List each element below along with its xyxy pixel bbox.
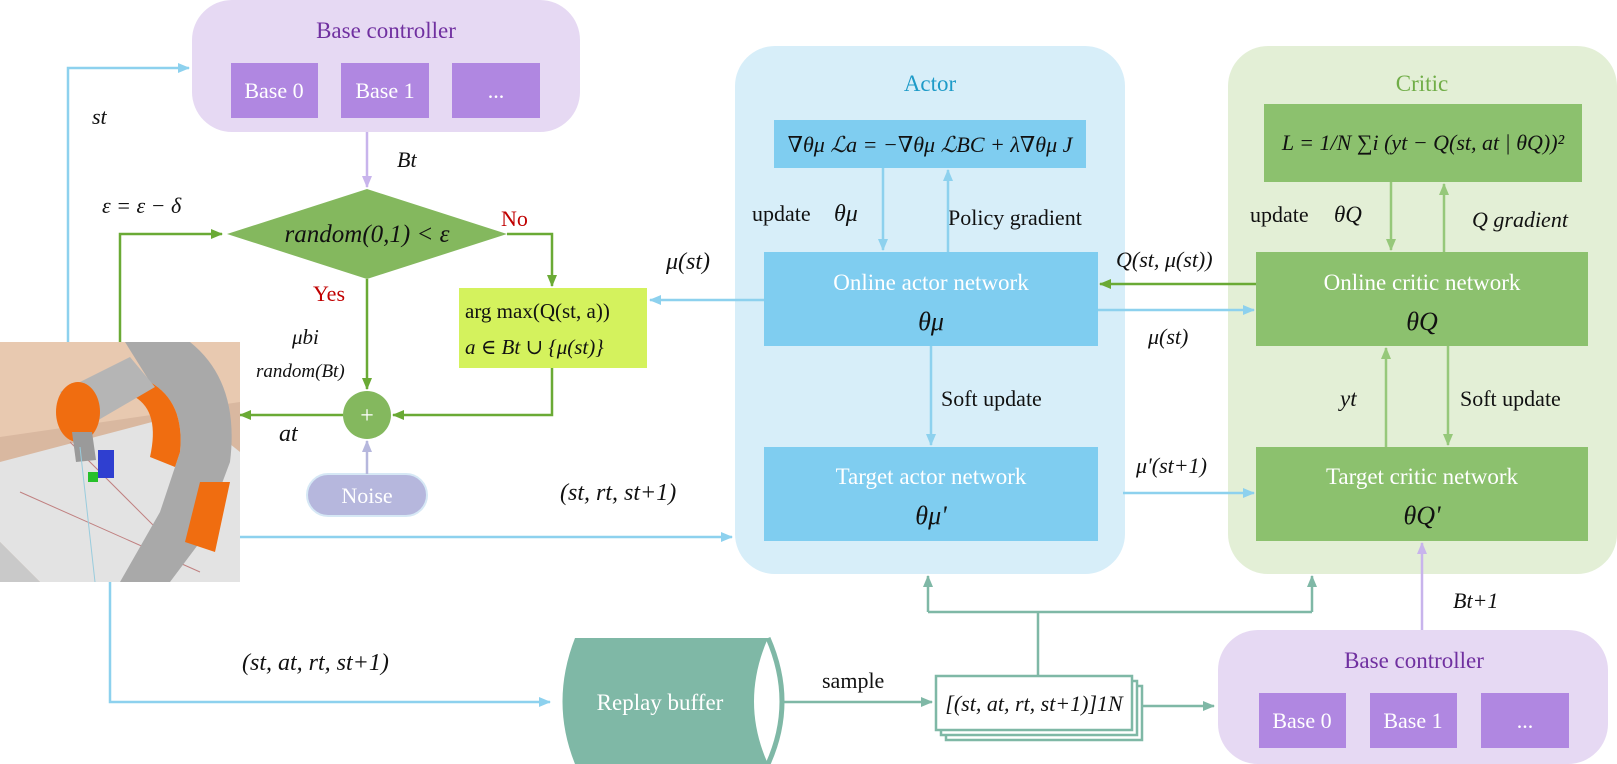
transition-full-label: (st, at, rt, st+1) [242, 650, 389, 676]
replay-buffer-rim [765, 636, 785, 764]
scene-to-replay-arrow [108, 582, 551, 707]
critic-loss-box [1264, 104, 1582, 182]
target-critic-label: Target critic network [1326, 464, 1519, 489]
epsilon-loop-arrow [118, 229, 223, 342]
actor-loss-formula: ∇θμ ℒa = −∇θμ ℒBC + λ∇θμ J [788, 132, 1074, 157]
target-actor-param: θμ' [915, 501, 947, 530]
online-critic-network[interactable] [1256, 252, 1588, 346]
robot-arm-scene-icon [0, 342, 240, 582]
online-critic-label: Online critic network [1324, 270, 1521, 295]
base-0-top-box[interactable] [231, 63, 318, 118]
no-branch-arrow [507, 232, 557, 287]
epsilon-decision-diamond [227, 189, 507, 279]
base-0-top-label: Base 0 [244, 78, 303, 103]
target-actor-label: Target actor network [836, 464, 1027, 489]
critic-connectors [1381, 182, 1453, 447]
argmax-to-sum-arrow [392, 368, 554, 420]
random-b-label: random(Bt) [256, 361, 345, 382]
base-controller-top-title: Base controller [316, 18, 456, 43]
target-critic-param: θQ' [1403, 501, 1441, 530]
teal-connectors [782, 575, 1317, 711]
actor-update-param: θμ [834, 201, 858, 227]
base-more-top-label: ... [488, 78, 505, 103]
sum-node [343, 391, 391, 439]
actor-loss-box [774, 120, 1086, 168]
mu-st-left-label: μ(st) [665, 249, 710, 275]
epsilon-update-label: ε = ε − δ [102, 193, 182, 218]
base-more-bottom-label: ... [1517, 708, 1534, 733]
no-label: No [501, 206, 528, 231]
epsilon-condition: random(0,1) < ε [285, 221, 450, 248]
critic-loss-formula: L = 1/N ∑i (yt − Q(st, at | θQ))² [1281, 130, 1565, 155]
st-label: st [92, 104, 108, 129]
online-actor-param: θμ [918, 307, 944, 336]
argmax-formula: arg max(Q(st, a)) [465, 299, 610, 323]
base-1-top-box[interactable] [341, 63, 429, 118]
critic-title: Critic [1396, 71, 1448, 96]
mu-b-label: μbi [291, 325, 319, 349]
online-critic-param: θQ [1406, 307, 1438, 336]
state-to-base-arrow [66, 63, 190, 342]
base-0-bottom-label: Base 0 [1272, 708, 1331, 733]
target-critic-network[interactable] [1256, 447, 1588, 541]
base-1-bottom-box[interactable] [1370, 693, 1457, 748]
replay-buffer-cylinder [562, 638, 768, 764]
policy-gradient-label: Policy gradient [948, 205, 1082, 230]
blue-connectors [66, 63, 1255, 707]
batch-label: [(st, at, rt, st+1)]1N [945, 691, 1124, 716]
sum-plus: + [360, 403, 374, 429]
batch-branch-line [928, 610, 1312, 676]
base-controller-bottom-title: Base controller [1344, 648, 1484, 673]
actor-update-label: update [752, 201, 811, 226]
actor-soft-update-label: Soft update [941, 386, 1042, 411]
base-0-bottom-box[interactable] [1259, 693, 1346, 748]
replay-buffer-label: Replay buffer [597, 690, 724, 715]
critic-update-label: update [1250, 202, 1309, 227]
base-1-bottom-label: Base 1 [1383, 708, 1442, 733]
at-label: at [279, 421, 299, 447]
sample-label: sample [822, 668, 884, 693]
online-actor-network[interactable] [764, 252, 1098, 346]
argmax-selection-box [459, 288, 647, 368]
argmax-set: a ∈ Bt ∪ {μ(st)} [465, 335, 604, 359]
critic-soft-update-label: Soft update [1460, 386, 1561, 411]
batch-stack-front [934, 674, 1134, 732]
mu-prime-label: μ'(st+1) [1135, 453, 1207, 478]
q-st-mu-label: Q(st, μ(st)) [1116, 247, 1213, 272]
actor-title: Actor [904, 71, 957, 96]
target-actor-network[interactable] [764, 447, 1098, 541]
critic-gradient-label: Q gradient [1472, 207, 1569, 232]
bt1-label: Bt+1 [1453, 588, 1498, 613]
green-connectors [118, 229, 1256, 420]
yes-label: Yes [313, 281, 345, 306]
transition-label: (st, rt, st+1) [560, 480, 676, 506]
mu-st-right-label: μ(st) [1147, 324, 1188, 349]
base-more-bottom-box[interactable] [1481, 693, 1569, 748]
critic-update-param: θQ [1334, 202, 1362, 227]
base-more-top-box[interactable] [452, 63, 540, 118]
base-1-top-label: Base 1 [355, 78, 414, 103]
online-actor-label: Online actor network [833, 270, 1029, 295]
bt-label: Bt [397, 147, 417, 172]
yt-label: yt [1338, 386, 1357, 411]
noise-label: Noise [341, 483, 392, 508]
